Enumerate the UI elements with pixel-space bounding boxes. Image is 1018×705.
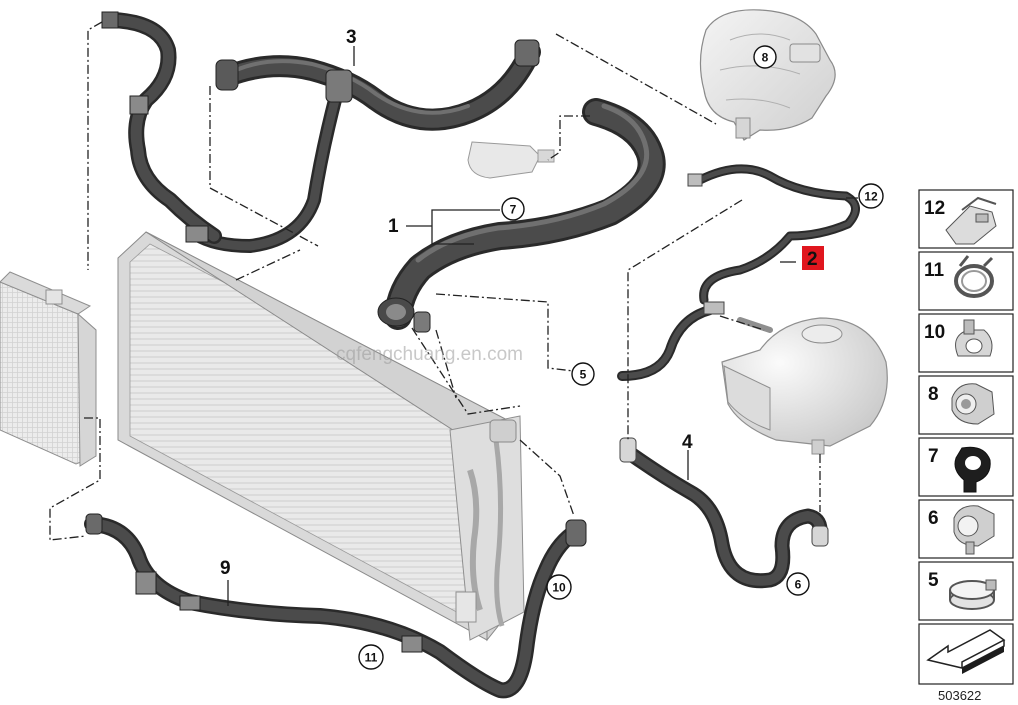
circled-callout-7: 7 — [501, 197, 525, 221]
legend-item-6: 6 — [918, 499, 1014, 559]
orientation-arrow-box — [918, 623, 1014, 685]
spring-band-clamp-icon — [954, 255, 994, 298]
legend-number: 8 — [928, 384, 939, 405]
leader-lines — [49, 21, 821, 541]
legend-item-5: 5 — [918, 561, 1014, 621]
callout-11: 11 — [365, 651, 378, 665]
callout-7: 7 — [510, 203, 517, 217]
legend-number: 11 — [924, 260, 945, 281]
hose-2 — [617, 164, 860, 381]
callout-9: 9 — [220, 558, 231, 579]
hose-holder-clip-icon — [945, 196, 997, 245]
direction-arrow-icon — [926, 629, 1006, 674]
circled-callout-10: 10 — [546, 574, 572, 600]
legend-number: 12 — [924, 198, 945, 219]
callout-2-highlight: 2 — [802, 246, 824, 270]
expansion-tank — [721, 317, 888, 455]
coolant-valve — [467, 141, 555, 179]
circled-callout-11: 11 — [358, 644, 384, 670]
legend-item-12: 12 — [918, 189, 1014, 249]
hose-left-upper — [101, 11, 222, 244]
legend-number: 10 — [924, 322, 945, 343]
circled-callout-6: 6 — [786, 572, 810, 596]
hose-clip-icon — [955, 319, 993, 357]
thermostat-housing — [699, 9, 836, 141]
callout-12: 12 — [864, 190, 878, 204]
hose-4 — [619, 437, 829, 589]
legend-item-10: 10 — [918, 313, 1014, 373]
callout-10: 10 — [552, 581, 566, 595]
radiator — [117, 231, 525, 642]
hose-clamp-icon — [953, 505, 995, 555]
callout-5: 5 — [580, 368, 587, 382]
legend-number: 5 — [928, 570, 939, 591]
legend-item-7: 7 — [918, 437, 1014, 497]
auxiliary-radiator — [0, 271, 97, 467]
callout-1: 1 — [388, 216, 399, 237]
circled-callout-12: 12 — [858, 183, 884, 209]
callout-2: 2 — [807, 249, 818, 270]
callout-3: 3 — [346, 27, 357, 48]
diagram-number: 503622 — [938, 688, 981, 703]
legend-item-8: 8 — [918, 375, 1014, 435]
hose-1 — [377, 98, 666, 333]
callout-leaders — [227, 46, 858, 606]
circled-callout-8: 8 — [753, 45, 777, 69]
legend-number: 6 — [928, 508, 939, 529]
legend-item-11: 11 — [918, 251, 1014, 311]
legend-number: 7 — [928, 446, 939, 467]
watermark: cqfengchuang.en.com — [336, 344, 523, 365]
callout-6: 6 — [795, 578, 802, 592]
retaining-clip-icon — [954, 446, 991, 493]
callout-4: 4 — [682, 432, 693, 453]
band-clamp-icon — [949, 579, 997, 610]
hose-3 — [189, 39, 541, 253]
quick-connector-icon — [951, 383, 995, 425]
hose-9 — [84, 513, 587, 699]
parts-legend: 12 11 10 — [918, 189, 1014, 703]
callout-8: 8 — [762, 51, 769, 65]
circled-callout-5: 5 — [571, 362, 595, 386]
